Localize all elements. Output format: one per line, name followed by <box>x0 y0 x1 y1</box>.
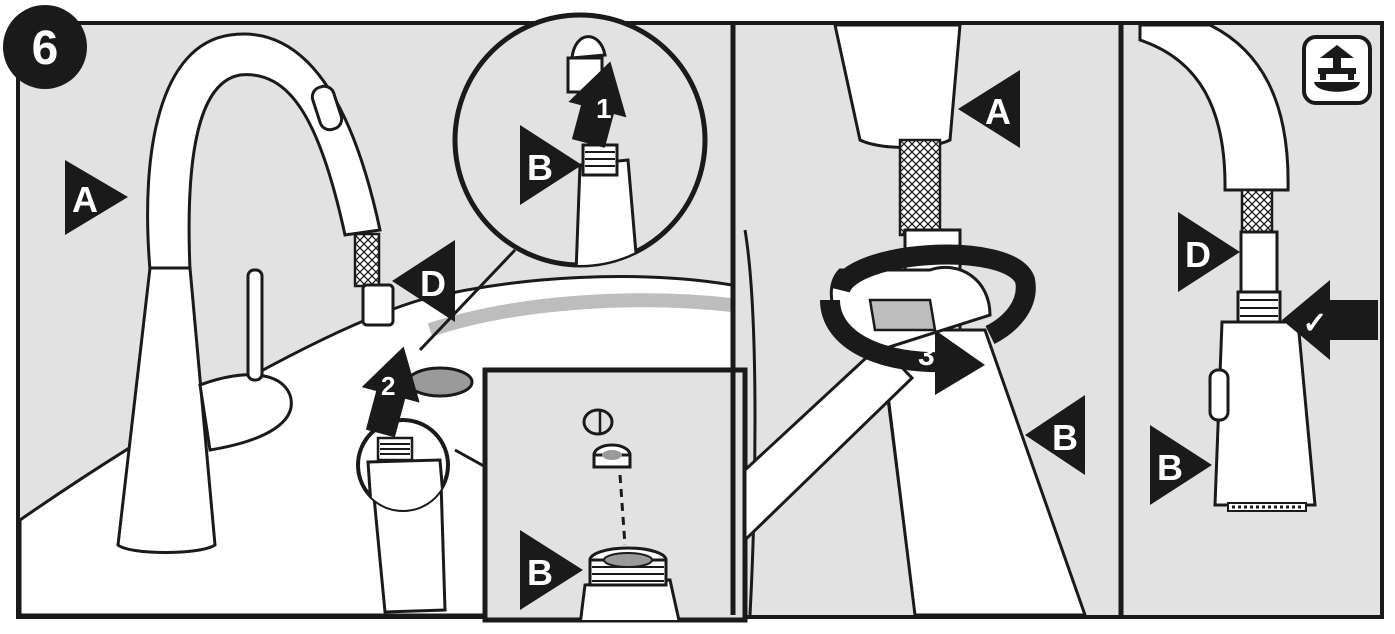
inset-exploded-view: B <box>482 367 748 623</box>
arrow-1-number: 1 <box>596 93 612 124</box>
label-b-pointer-zoom: B <box>520 125 582 205</box>
arrow-up-1: 1 <box>568 61 627 148</box>
hose-braid <box>353 232 381 288</box>
check-mark: ✓ <box>1302 307 1327 340</box>
label-b-pointer: B <box>1150 425 1212 505</box>
label-a: A <box>985 91 1011 132</box>
arrow-2-number: 2 <box>381 371 395 401</box>
hose-nut <box>361 283 395 327</box>
hose-braid <box>1240 188 1274 237</box>
faucet-lever <box>246 268 264 382</box>
sprayer-button <box>1208 368 1230 422</box>
label-a-pointer: A <box>958 70 1020 148</box>
faucet-base <box>116 266 217 554</box>
label-b: B <box>1157 447 1183 488</box>
panel-3: ✓ D B <box>1138 25 1378 512</box>
label-d: D <box>1185 234 1211 275</box>
sink-edge <box>743 229 757 615</box>
sink-drain <box>406 366 474 398</box>
wrench <box>743 265 992 544</box>
sprayer-body-inset <box>579 578 681 620</box>
label-b-inset: B <box>527 552 553 593</box>
arrow-3-number: 3 <box>918 339 935 372</box>
zoom-circle-sprayer-threads <box>356 418 450 512</box>
assembly-dash-line <box>618 474 627 546</box>
kitchen-faucet-sink-icon <box>1302 35 1372 105</box>
panel-2: 3 A B <box>743 25 1087 615</box>
step-number: 6 <box>32 22 59 75</box>
sink-rim <box>427 293 732 337</box>
label-a-pointer: A <box>65 160 128 235</box>
leader-line-circle <box>418 248 517 352</box>
screen-washer <box>592 443 632 469</box>
o-ring <box>582 408 614 436</box>
faucet-handle-hub <box>198 373 293 452</box>
faucet <box>116 32 395 554</box>
label-d: D <box>420 263 446 304</box>
label-d-pointer: D <box>392 240 455 322</box>
arrow-up-2: 2 <box>361 346 420 438</box>
check-arrow: ✓ <box>1282 280 1378 360</box>
faucet-sensor-window <box>310 84 344 132</box>
assembled-sprayer <box>1213 320 1317 507</box>
step-badge: 6 <box>3 5 87 89</box>
label-d-pointer: D <box>1178 212 1240 292</box>
hose-nut <box>1239 230 1279 294</box>
rotation-arrow-3: 3 <box>820 244 1036 395</box>
label-b-pointer: B <box>1025 395 1085 475</box>
hose-braid <box>898 138 942 237</box>
label-b-pointer-inset: B <box>520 530 583 610</box>
label-b-zoom: B <box>527 147 553 188</box>
label-b: B <box>1052 417 1078 458</box>
label-a: A <box>72 179 98 220</box>
zoom-circle-remove-restrictor: 1 B <box>452 12 708 268</box>
